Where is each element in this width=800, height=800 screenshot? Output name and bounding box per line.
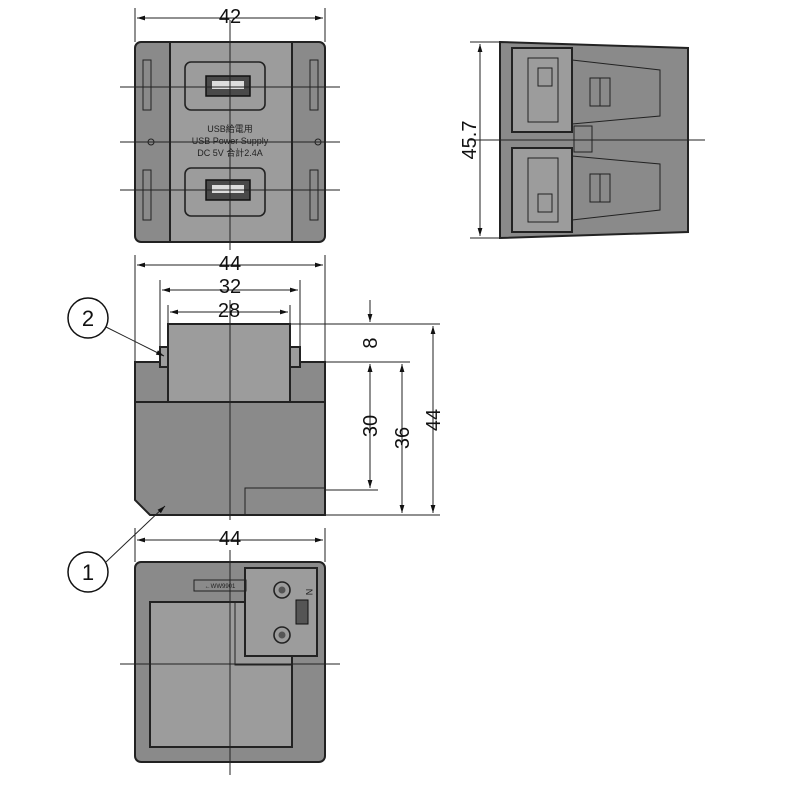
dim-front-height-44: 44 (423, 409, 445, 431)
side-view (468, 40, 705, 240)
dim-front-height-36: 36 (392, 427, 414, 449)
front-elevation-view (134, 300, 326, 520)
dim-front-width-32: 32 (219, 276, 241, 298)
dim-top-width: 42 (219, 6, 241, 28)
back-terminal-mark: N (304, 589, 314, 596)
dimension-side-height: 45.7 (459, 41, 500, 239)
callout-label-2: 2 (82, 306, 94, 331)
dim-front-outer-width: 44 (219, 253, 241, 275)
dimension-front-width-28: 28 (167, 300, 291, 324)
callout-label-1: 1 (82, 560, 94, 585)
dimension-front-outer-width: 44 (134, 253, 326, 362)
dimension-top-width: 42 (134, 6, 326, 42)
back-tag-label: ←WW9901 (205, 584, 236, 590)
dim-front-height-8: 8 (360, 337, 382, 348)
callout-part-2: 2 (67, 297, 165, 357)
front-face-view: USB給電用 USB Power Supply DC 5V 合計2.4A (120, 20, 340, 250)
dim-bottom-width: 44 (219, 528, 241, 550)
dimension-front-heights: 8 30 36 44 (290, 300, 445, 516)
dim-front-width-28: 28 (218, 300, 240, 322)
usb-port-top (184, 61, 266, 111)
dimension-front-width-32: 32 (159, 276, 301, 347)
dim-side-height: 45.7 (459, 121, 481, 160)
dimension-bottom-width: 44 (134, 528, 326, 562)
back-view: ←WW9901 N (120, 550, 340, 775)
dim-front-height-30: 30 (360, 415, 382, 437)
